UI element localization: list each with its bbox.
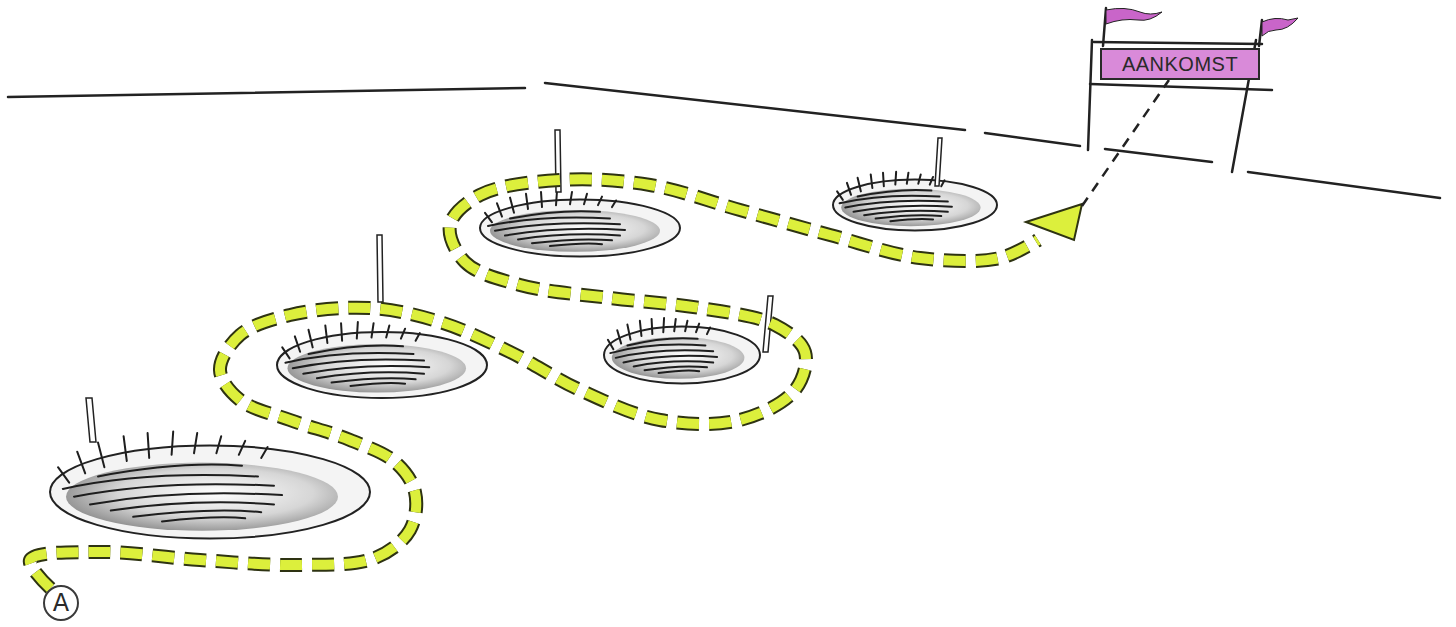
- hole-obstacle: [604, 318, 760, 384]
- horizon-line: [8, 88, 525, 97]
- gate-post: [1088, 40, 1092, 150]
- horizon-line: [1248, 172, 1440, 198]
- finish-lead: [1082, 80, 1169, 206]
- finish-flags: [1106, 8, 1298, 36]
- flag-pole: [86, 398, 96, 442]
- path-dashes: [30, 179, 1038, 588]
- gate-bar: [1090, 84, 1272, 90]
- hole-group: [50, 172, 997, 539]
- hole-obstacle: [480, 191, 680, 257]
- finish-banner: AANKOMST: [1100, 48, 1260, 80]
- course-path: [30, 80, 1169, 588]
- arrow-head: [1026, 204, 1082, 240]
- finish-gate: [1088, 8, 1272, 172]
- hole-obstacle: [833, 172, 997, 231]
- banner-text: AANKOMST: [1122, 54, 1238, 74]
- horizon-line: [1105, 149, 1212, 162]
- path-outline: [30, 179, 1038, 588]
- hole-obstacle: [277, 322, 487, 398]
- flag-pole: [763, 296, 773, 352]
- flag-pole: [935, 138, 942, 186]
- hole-obstacle: [50, 432, 370, 539]
- flag-poles: [86, 130, 942, 442]
- horizon-line: [545, 83, 965, 130]
- pennant-flag: [1262, 18, 1298, 36]
- horizon-line: [8, 83, 1440, 198]
- horizon-line: [985, 133, 1080, 146]
- start-letter: A: [53, 591, 69, 615]
- gate-bar: [1094, 42, 1262, 44]
- flag-pole: [377, 235, 383, 302]
- flag-pole: [555, 130, 561, 192]
- start-marker: A: [43, 585, 79, 621]
- pennant-flag: [1106, 8, 1162, 24]
